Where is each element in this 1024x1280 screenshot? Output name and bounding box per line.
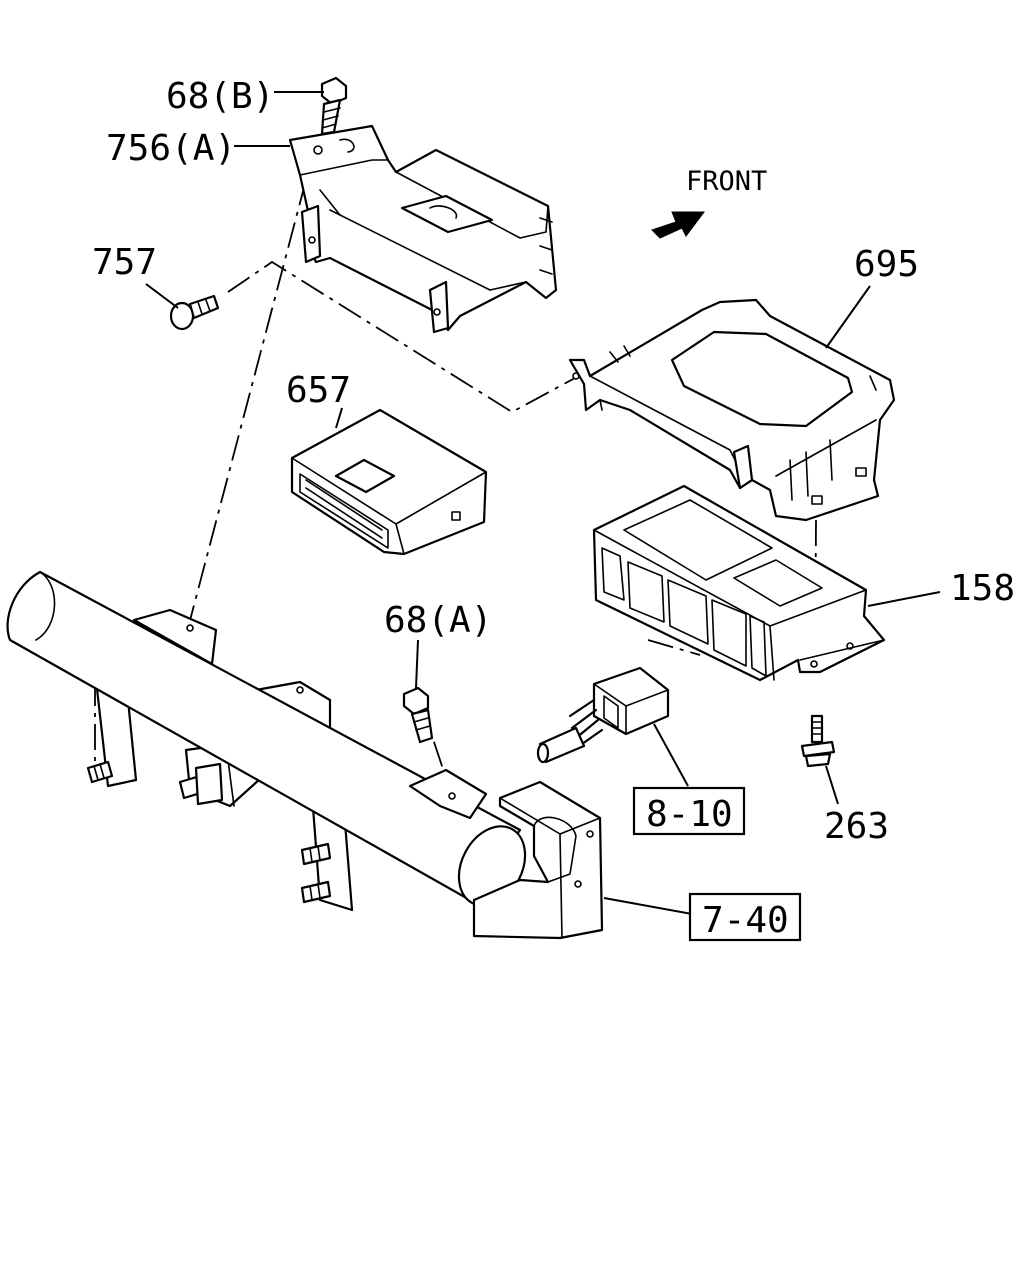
leader-lines bbox=[145, 91, 941, 915]
front-arrow-icon bbox=[651, 211, 705, 239]
callout-263: 263 bbox=[824, 806, 889, 847]
callout-695: 695 bbox=[854, 244, 919, 285]
upper-bracket bbox=[288, 124, 558, 334]
ref-box-7-40 bbox=[688, 892, 802, 942]
bolt-263 bbox=[800, 714, 836, 768]
control-unit-158 bbox=[592, 484, 886, 682]
front-label: FRONT bbox=[686, 166, 767, 197]
ref-box-8-10 bbox=[632, 786, 746, 836]
ref-8-10: 8-10 bbox=[646, 794, 733, 835]
bolt-68a bbox=[402, 686, 434, 744]
callout-68a: 68(A) bbox=[384, 600, 492, 641]
bolt-68b bbox=[320, 76, 348, 136]
callout-657: 657 bbox=[286, 370, 351, 411]
wire-connector bbox=[536, 666, 670, 764]
bolt-757 bbox=[169, 294, 220, 331]
callout-757: 757 bbox=[92, 242, 157, 283]
reference-boxes: 8-10 7-40 bbox=[632, 786, 802, 942]
control-unit-657 bbox=[290, 408, 488, 556]
front-direction: FRONT bbox=[651, 166, 767, 239]
callout-158: 158 bbox=[950, 568, 1015, 609]
callout-68b: 68(B) bbox=[166, 76, 274, 117]
callout-756a: 756(A) bbox=[106, 128, 236, 169]
callout-labels: 68(B) 756(A) 757 695 657 158 68(A) 263 bbox=[92, 76, 1015, 847]
mounting-plate-695 bbox=[568, 298, 896, 522]
cross-member-tube bbox=[6, 570, 604, 940]
ref-7-40: 7-40 bbox=[702, 900, 789, 941]
